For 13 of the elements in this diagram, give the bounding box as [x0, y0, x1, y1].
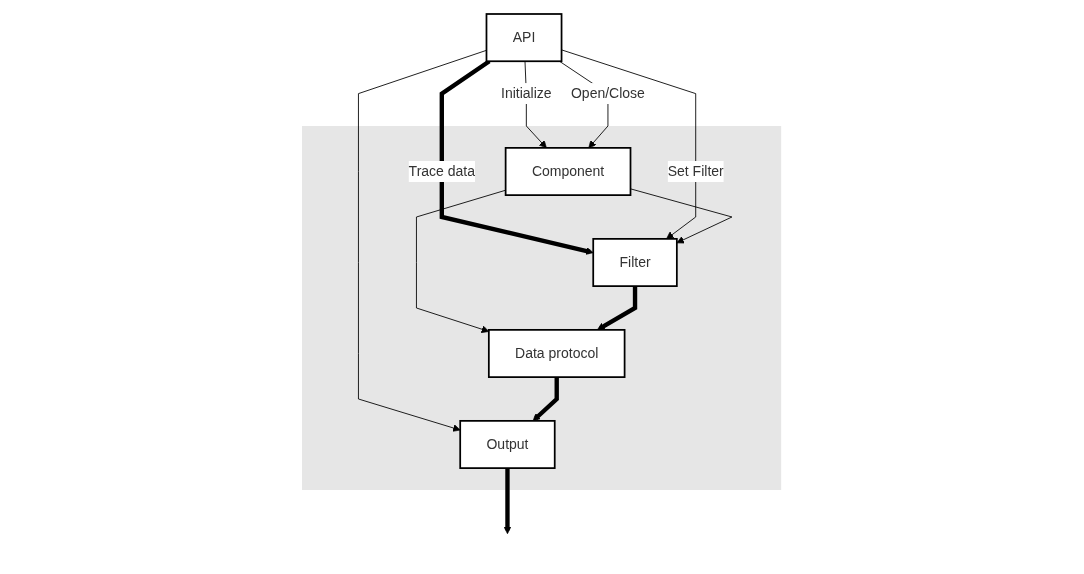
node-box: Data protocol	[488, 329, 626, 378]
node-box: API	[486, 13, 563, 63]
edge-label: Trace data	[409, 163, 476, 179]
arrow	[597, 286, 638, 331]
node-box: Output	[459, 420, 556, 469]
arrow	[504, 468, 512, 535]
edge-label: Initialize	[501, 85, 553, 101]
cluster	[302, 126, 782, 490]
edge-label: Set Filter	[668, 163, 725, 179]
edge-label: Open/Close	[571, 85, 646, 101]
arrow	[533, 377, 560, 422]
node-box: Component	[505, 147, 632, 196]
node-box: Filter	[592, 238, 679, 287]
